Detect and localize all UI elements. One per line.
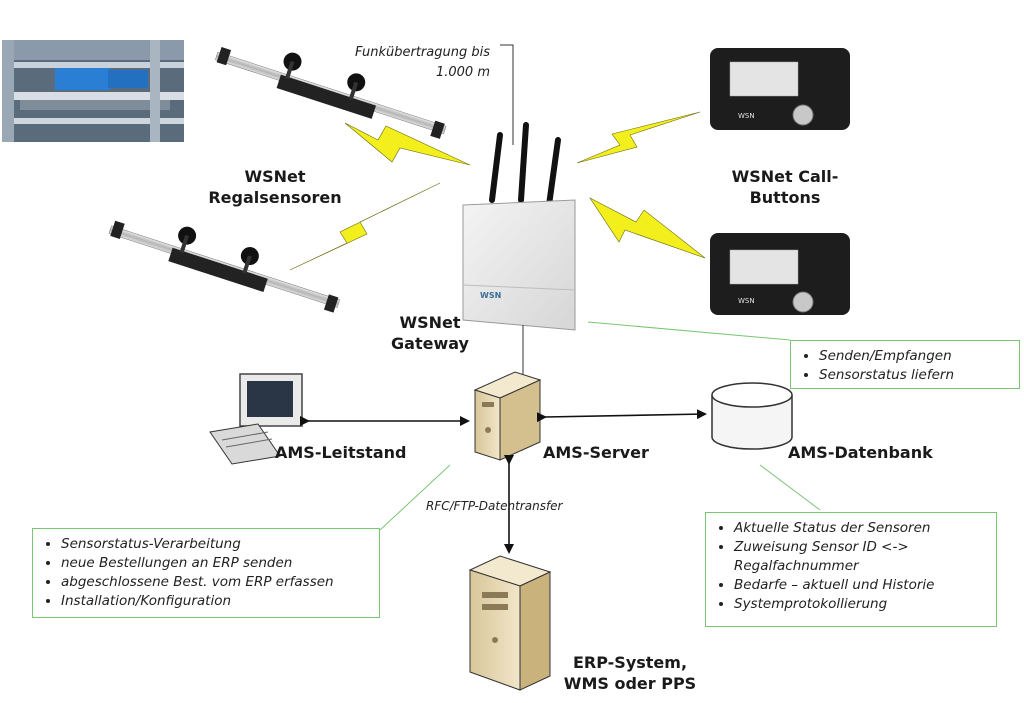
datenbank-info-item: Systemprotokollierung — [734, 595, 988, 614]
call-button-top: WSN — [710, 48, 850, 130]
radio-range-pointer — [500, 44, 514, 145]
gateway-device — [462, 122, 576, 331]
datenbank-info-item-cont: Regalfachnummer — [734, 558, 859, 574]
gateway-line1: WSNet — [399, 313, 461, 332]
call-buttons-line1: WSNet Call- — [731, 167, 839, 186]
server-info-item: neue Bestellungen an ERP senden — [61, 554, 371, 573]
gateway-label: WSNet Gateway — [380, 312, 480, 354]
erp-server-tower — [468, 555, 552, 691]
call-buttons-label: WSNet Call- Buttons — [705, 166, 865, 208]
server-info-item: Installation/Konfiguration — [61, 592, 371, 611]
radio-range-line2: 1.000 m — [435, 65, 490, 80]
server-box-connector — [379, 464, 451, 531]
server-label: AMS-Server — [543, 443, 649, 462]
svg-text:WSN: WSN — [738, 112, 755, 120]
shelf-sensors-label: WSNet Regalsensoren — [195, 166, 355, 208]
server-datenbank-arrow — [536, 409, 707, 423]
gateway-logo: WSN — [480, 291, 501, 300]
svg-text:WSN: WSN — [738, 297, 755, 305]
leitstand-label: AMS-Leitstand — [275, 443, 407, 462]
gateway-info-item: Senden/Empfangen — [819, 347, 1011, 366]
datenbank-info-item: Aktuelle Status der Sensoren — [734, 519, 988, 538]
wireless-signal-2 — [289, 182, 441, 271]
gateway-info-item: Sensorstatus liefern — [819, 366, 1011, 385]
call-button-bottom: WSN — [710, 233, 850, 315]
radio-range-line1: Funkübertragung bis — [355, 45, 490, 60]
erp-label: ERP-System, WMS oder PPS — [555, 652, 705, 694]
datenbank-label: AMS-Datenbank — [788, 443, 933, 462]
datenbank-info-item: Zuweisung Sensor ID <-> Regalfachnummer — [734, 538, 988, 576]
gateway-info-box: Senden/Empfangen Sensorstatus liefern — [790, 340, 1020, 389]
server-info-item: Sensorstatus-Verarbeitung — [61, 535, 371, 554]
datenbank-info-box: Aktuelle Status der Sensoren Zuweisung S… — [705, 512, 997, 627]
erp-line1: ERP-System, — [572, 653, 688, 672]
wireless-signal-4 — [589, 197, 706, 259]
shelf-sensor-top — [215, 46, 447, 139]
radio-range-label: Funkübertragung bis 1.000 m — [330, 43, 490, 83]
datenbank-info-item: Bedarfe – aktuell und Historie — [734, 576, 988, 595]
server-tower — [473, 371, 542, 461]
data-transfer-label: RFC/FTP-Datentransfer — [426, 499, 563, 513]
warehouse-shelf-photo — [2, 40, 184, 142]
shelf-sensors-line1: WSNet — [244, 167, 306, 186]
workstation-computer — [209, 373, 303, 465]
server-info-item: abgeschlossene Best. vom ERP erfassen — [61, 573, 371, 592]
database-cylinder — [711, 382, 793, 450]
wireless-signal-1 — [344, 122, 471, 166]
call-buttons-line2: Buttons — [749, 188, 821, 207]
shelf-sensor-bottom — [108, 220, 341, 313]
wireless-signal-3 — [576, 111, 701, 164]
gateway-line2: Gateway — [391, 334, 469, 353]
erp-line2: WMS oder PPS — [563, 674, 697, 693]
gateway-box-connector — [587, 321, 791, 341]
datenbank-info-item-text: Zuweisung Sensor ID <-> — [734, 539, 909, 555]
server-info-box: Sensorstatus-Verarbeitung neue Bestellun… — [32, 528, 380, 618]
datenbank-box-connector — [759, 464, 821, 511]
shelf-sensors-line2: Regalsensoren — [208, 188, 342, 207]
